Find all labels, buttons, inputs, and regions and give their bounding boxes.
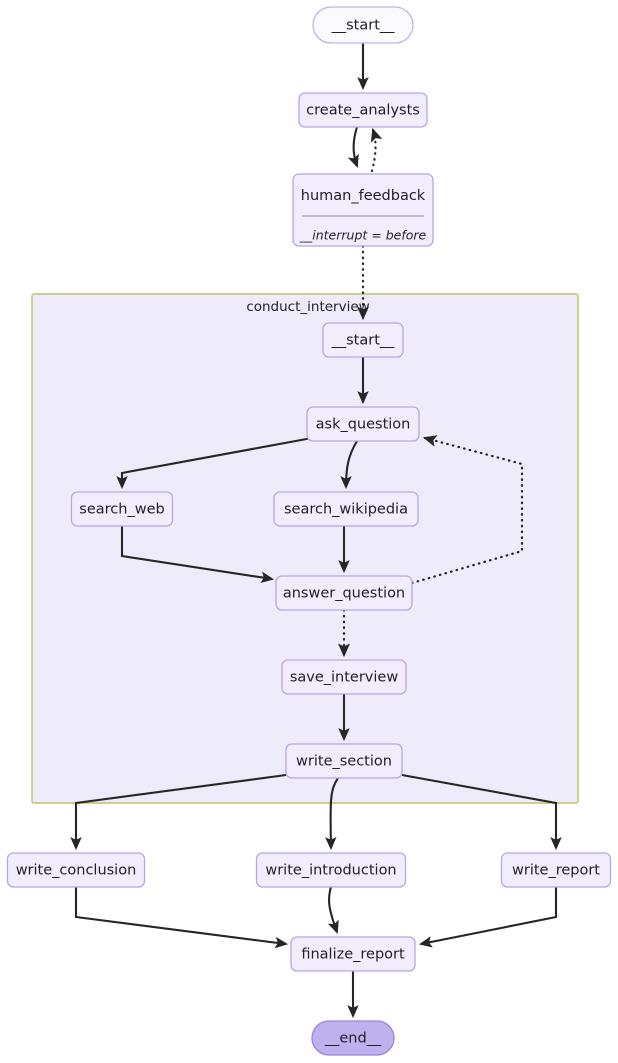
node-label: __start__ [331, 18, 396, 34]
node-label: save_interview [290, 670, 399, 686]
node-label: finalize_report [301, 947, 405, 963]
node-box [6, 852, 146, 888]
node-box [255, 852, 407, 888]
edge-search_web-to-answer_question [120, 526, 275, 584]
node-label: write_section [296, 754, 392, 770]
node-layer: __start__ create_analysts human_feedback __… [6, 6, 612, 1056]
node-label: ask_question [316, 417, 411, 433]
subgraph-label: conduct_interview [246, 299, 369, 315]
edge-ask_question-to-search_wikipedia [340, 440, 358, 490]
node-label: create_analysts [306, 103, 420, 119]
node-box [312, 6, 414, 44]
node-label: __end__ [324, 1031, 382, 1047]
edge-answer_question-to-ask_question [410, 435, 524, 585]
node-ask_question[interactable]: ask_question [306, 406, 420, 442]
edge-create_analysts-to-human_feedback [347, 126, 359, 168]
subgraph-boundary [31, 293, 579, 804]
node-save_interview[interactable]: save_interview [281, 659, 407, 695]
node-box [306, 406, 420, 442]
node-label: write_conclusion [16, 863, 137, 879]
node-box [275, 575, 413, 611]
node-box [500, 852, 612, 888]
node-write_report[interactable]: write_report [500, 852, 612, 888]
node-write_section[interactable]: write_section [285, 743, 403, 779]
node-box [322, 322, 404, 358]
node-create_analysts[interactable]: create_analysts [298, 92, 428, 128]
edge-write_conclusion-to-finalize_report [74, 887, 289, 949]
node-label: write_report [512, 863, 600, 879]
node-box [70, 491, 174, 527]
node-box [298, 92, 428, 128]
edge-layer [70, 43, 562, 1019]
node-box [285, 743, 403, 779]
subgraph-conduct-interview: conduct_interview [31, 293, 579, 804]
node-write_conclusion[interactable]: write_conclusion [6, 852, 146, 888]
node-label: search_wikipedia [284, 502, 408, 518]
node-box [311, 1020, 395, 1056]
edge-ask_question-to-search_web [116, 436, 313, 490]
node-finalize_report[interactable]: finalize_report [290, 936, 416, 972]
node-box [290, 936, 416, 972]
node-box [281, 659, 407, 695]
edge-write_section-to-write_introduction [325, 777, 339, 851]
node-label: answer_question [283, 586, 405, 602]
node-human_feedback[interactable]: human_feedback __interrupt = before [292, 173, 434, 247]
edge-human_feedback-to-create_analysts [370, 127, 383, 173]
edge-write_report-to-finalize_report [418, 887, 558, 948]
edge-write_section-to-write_conclusion [70, 773, 287, 851]
node-label: write_introduction [265, 863, 396, 879]
node-box [273, 491, 419, 527]
node-start_inner[interactable]: __start__ [322, 322, 404, 358]
node-label: search_web [79, 502, 164, 518]
node-label: __start__ [331, 333, 396, 349]
node-answer_question[interactable]: answer_question [275, 575, 413, 611]
node-search_wikipedia[interactable]: search_wikipedia [273, 491, 419, 527]
node-search_web[interactable]: search_web [70, 491, 174, 527]
node-start_outer[interactable]: __start__ [312, 6, 414, 44]
node-sublabel: __interrupt = before [299, 228, 427, 243]
node-box [292, 173, 434, 247]
node-end_outer[interactable]: __end__ [311, 1020, 395, 1056]
edge-write_introduction-to-finalize_report [327, 886, 339, 934]
node-label: human_feedback [301, 188, 426, 204]
edge-write_section-to-write_report [401, 773, 562, 851]
node-write_introduction[interactable]: write_introduction [255, 852, 407, 888]
